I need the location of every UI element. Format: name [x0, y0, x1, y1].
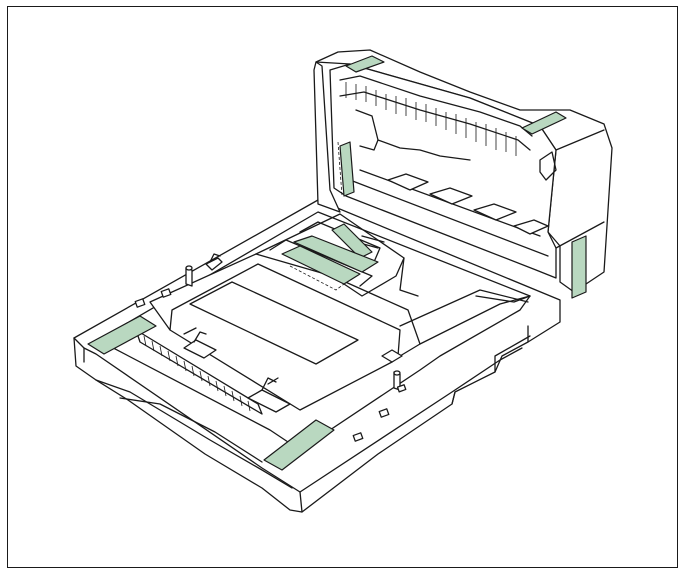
- tape-feed-left: [281, 245, 361, 285]
- roller-ribs: [345, 82, 517, 156]
- tape-top-left: [345, 55, 385, 73]
- paper-loading-area: [97, 211, 531, 451]
- tape-top-right: [521, 111, 567, 135]
- tape-feed-right: [293, 235, 379, 273]
- tape-left-inner-vertical: [339, 141, 355, 197]
- tape-right-side: [571, 235, 587, 299]
- protective-tapes: [87, 55, 587, 471]
- hidden-tape-outline: [289, 141, 345, 291]
- tape-center-diagonal: [331, 223, 373, 259]
- tape-tray-front-left: [87, 315, 157, 355]
- tape-tray-front-right: [263, 419, 335, 471]
- upper-duplex-unit: [313, 49, 613, 293]
- guide-teeth: [143, 335, 251, 412]
